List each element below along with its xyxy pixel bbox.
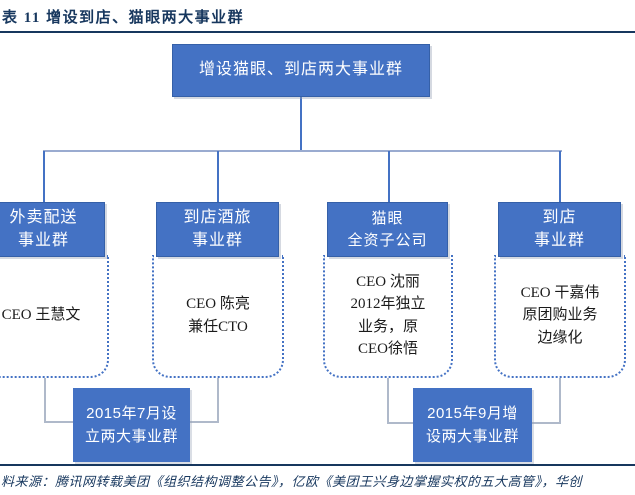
annotation-note-label: 2015年9月增 设两大事业群 xyxy=(425,404,519,445)
title-divider xyxy=(0,31,635,33)
left-bracket-connector xyxy=(217,378,219,423)
left-bracket-connector xyxy=(44,378,46,423)
root-node: 增设猫眼、到店两大事业群 xyxy=(172,44,430,97)
group-detail-text: CEO 王慧文 xyxy=(1,307,81,324)
group-node-label: 外卖配送 事业群 xyxy=(9,208,78,249)
group-detail-text: CEO 陈亮 兼任CTO xyxy=(186,296,250,335)
root-stem-connector xyxy=(300,97,302,151)
right-bracket-connector xyxy=(387,378,389,424)
source-note: 料来源：腾讯网转载美团《组织结构调整公告》，亿欧《美团王兴身边掌握实权的五大高管… xyxy=(1,474,583,489)
group-detail-card: CEO 王慧文 xyxy=(0,255,109,378)
group-detail-card: CEO 沈丽 2012年独立 业务，原 CEO徐悟 xyxy=(323,255,453,378)
root-node-label: 增设猫眼、到店两大事业群 xyxy=(198,61,403,79)
annotation-note: 2015年7月设 立两大事业群 xyxy=(73,388,190,462)
group-detail-card: CEO 干嘉伟 原团购业务 边缘化 xyxy=(494,255,626,378)
group-node-label: 猫眼 全资子公司 xyxy=(347,210,428,249)
annotation-note: 2015年9月增 设两大事业群 xyxy=(413,388,532,462)
footer-divider xyxy=(0,464,635,466)
group-node-label: 到店 事业群 xyxy=(533,208,585,249)
horizontal-rail-connector xyxy=(43,150,562,152)
right-bracket-connector xyxy=(559,378,561,424)
group-node: 到店酒旅 事业群 xyxy=(156,202,279,257)
branch-connector-1 xyxy=(43,151,45,202)
group-detail-text: CEO 沈丽 2012年独立 业务，原 CEO徐悟 xyxy=(350,273,426,358)
group-detail-card: CEO 陈亮 兼任CTO xyxy=(152,255,284,378)
group-node: 外卖配送 事业群 xyxy=(0,202,105,257)
branch-connector-3 xyxy=(388,151,390,202)
group-node: 猫眼 全资子公司 xyxy=(327,202,448,257)
group-node-label: 到店酒旅 事业群 xyxy=(183,208,252,249)
annotation-note-label: 2015年7月设 立两大事业群 xyxy=(84,404,178,445)
figure-title: 表 11 增设到店、猫眼两大事业群 xyxy=(2,10,245,26)
group-detail-text: CEO 干嘉伟 原团购业务 边缘化 xyxy=(520,284,600,346)
branch-connector-2 xyxy=(217,151,219,202)
group-node: 到店 事业群 xyxy=(498,202,621,257)
branch-connector-4 xyxy=(559,151,561,202)
